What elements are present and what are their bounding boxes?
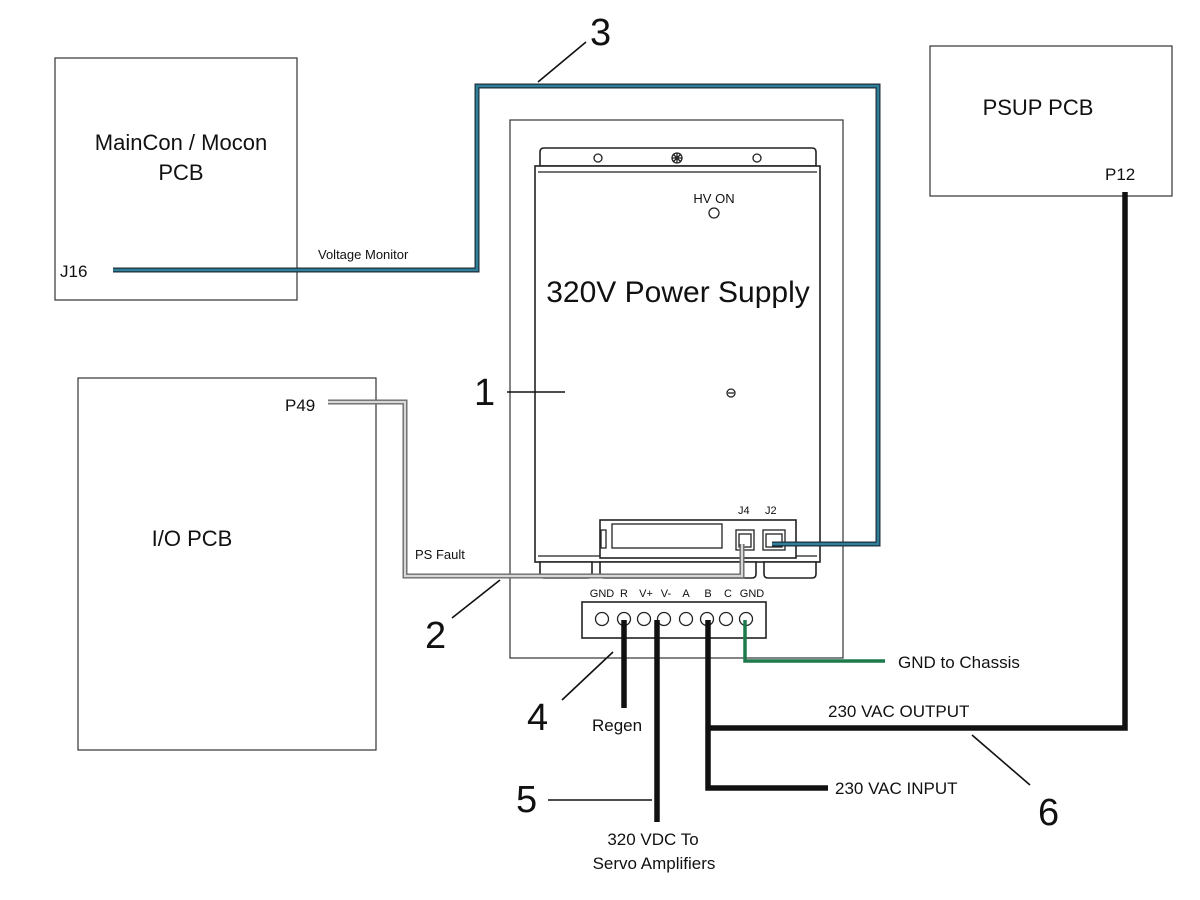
terminal-screw-3 <box>636 611 652 627</box>
power-supply-title: 320V Power Supply <box>546 276 810 309</box>
callout-5: 5 <box>516 779 537 821</box>
io-connector-p49: P49 <box>285 396 315 415</box>
io-pcb: I/O PCB P49 <box>77 377 377 751</box>
callout-numbers: 1 2 3 4 5 6 <box>425 12 1059 834</box>
psup-title: PSUP PCB <box>983 95 1094 120</box>
terminal-block: GND R V+ V- A B C GND <box>581 588 767 639</box>
ps-fault-label: PS Fault <box>415 547 465 562</box>
regen-label: Regen <box>592 716 642 735</box>
hv-on-indicator <box>708 207 720 219</box>
power-supply-unit: J4 J2 HV ON 320V Power Supply <box>534 147 821 579</box>
vdc-label-line2: Servo Amplifiers <box>593 854 716 873</box>
ps-fault-wire: PS Fault <box>328 399 745 579</box>
terminal-screws <box>594 611 754 627</box>
vdc-label-line1: 320 VDC To <box>607 830 698 849</box>
connector-j4-label: J4 <box>738 505 750 517</box>
callout-1: 1 <box>474 372 495 414</box>
vac-wiring: 230 VAC OUTPUT 230 VAC INPUT <box>705 192 1128 798</box>
maincon-title-line2: PCB <box>158 160 203 185</box>
terminal-screw-5 <box>678 611 694 627</box>
regen-wire: Regen <box>592 620 642 735</box>
connector-j2-socket <box>762 529 786 551</box>
terminal-label-1: GND <box>590 588 615 600</box>
terminal-label-6: B <box>704 588 711 600</box>
terminal-screw-4 <box>656 611 672 627</box>
callout-6: 6 <box>1038 792 1059 834</box>
terminal-label-7: C <box>724 588 732 600</box>
terminal-screw-1 <box>594 611 610 627</box>
maincon-title-line1: MainCon / Mocon <box>95 130 267 155</box>
terminal-screw-7 <box>718 611 734 627</box>
vac-output-label: 230 VAC OUTPUT <box>828 702 969 721</box>
terminal-label-5: A <box>682 588 690 600</box>
gnd-chassis-wire: GND to Chassis <box>743 620 1020 672</box>
terminal-label-3: V+ <box>639 588 653 600</box>
hv-on-label: HV ON <box>693 191 734 206</box>
callout-4: 4 <box>527 697 548 739</box>
maincon-connector-j16: J16 <box>60 262 87 281</box>
voltage-monitor-label: Voltage Monitor <box>318 247 409 262</box>
psup-pcb: PSUP PCB P12 <box>929 45 1173 197</box>
connector-j4-socket <box>735 529 755 551</box>
terminal-label-4: V- <box>661 588 672 600</box>
terminal-labels: GND R V+ V- A B C GND <box>590 588 765 600</box>
connector-j2-label: J2 <box>765 505 777 517</box>
psup-connector-p12: P12 <box>1105 165 1135 184</box>
callout-3: 3 <box>590 12 611 54</box>
io-title: I/O PCB <box>152 526 233 551</box>
terminal-label-2: R <box>620 588 628 600</box>
gnd-chassis-label: GND to Chassis <box>898 653 1020 672</box>
maincon-pcb: MainCon / Mocon PCB J16 <box>54 57 298 301</box>
callout-2: 2 <box>425 615 446 657</box>
terminal-label-8: GND <box>740 588 765 600</box>
callout-leaders <box>451 41 1031 801</box>
voltage-monitor-wire: Voltage Monitor <box>113 83 881 547</box>
vac-input-label: 230 VAC INPUT <box>835 779 958 798</box>
screw-icon <box>726 388 736 398</box>
vdc-wire: 320 VDC To Servo Amplifiers <box>593 620 716 873</box>
